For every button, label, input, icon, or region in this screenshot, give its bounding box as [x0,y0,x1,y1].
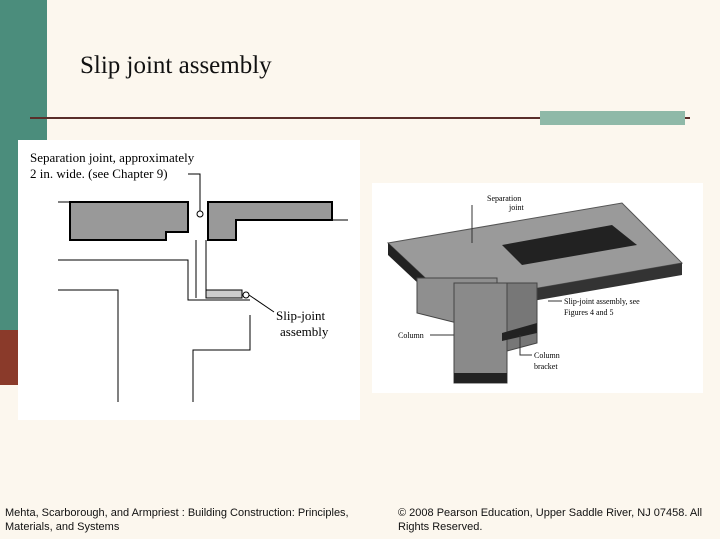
bracket-label-1: Column [534,351,560,360]
sep-joint-label-2: joint [508,203,524,212]
bracket-label-2: bracket [534,362,558,371]
slide-title: Slip joint assembly [80,52,272,79]
title-rule [30,117,690,119]
slip-assembly-label-2: Figures 4 and 5 [564,308,614,317]
slip-label-1: Slip-joint [276,308,326,323]
isometric-drawing: Separation joint Slip-joint assembly, se… [372,183,703,393]
sep-label-2: 2 in. wide. (see Chapter 9) [30,166,168,181]
slip-assembly-label-1: Slip-joint assembly, see [564,297,640,306]
accent-bar-lower [0,330,18,385]
column-label: Column [398,331,424,340]
sep-label-1: Separation joint, approximately [30,150,195,165]
section-drawing: Separation joint, approximately 2 in. wi… [18,140,360,420]
rule-accent [540,111,685,125]
slip-label-2: assembly [280,324,329,339]
footer-citation: Mehta, Scarborough, and Armpriest : Buil… [5,507,349,533]
footer-copyright: © 2008 Pearson Education, Upper Saddle R… [398,507,703,533]
sep-joint-label-1: Separation [487,194,521,203]
